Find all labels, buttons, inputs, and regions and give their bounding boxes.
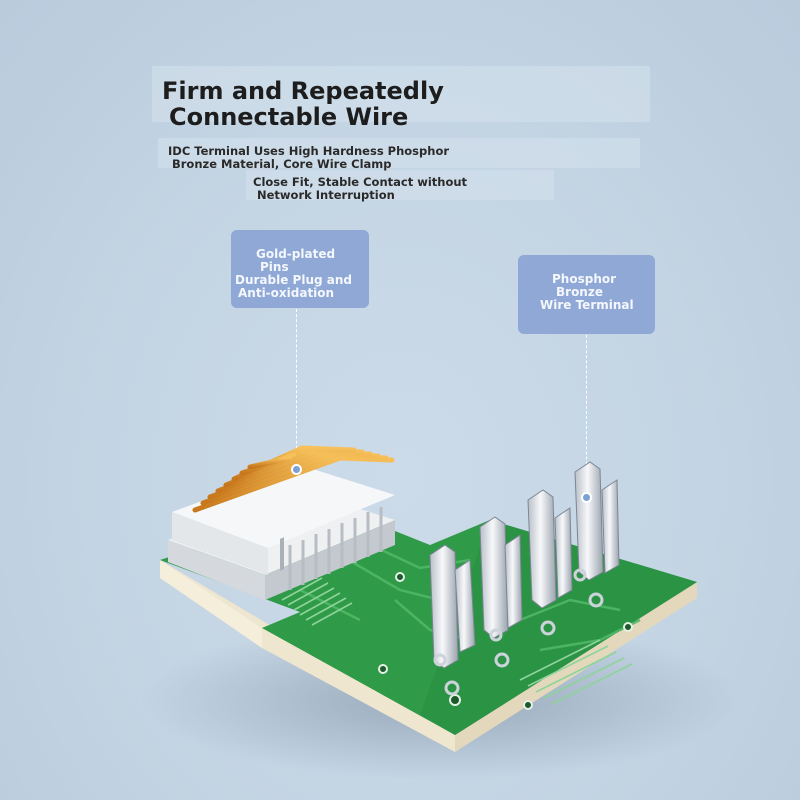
idc-terminals [429, 461, 620, 669]
gold-pins [192, 445, 395, 513]
bronze-terminal-callout: Phosphor Bronze Wire Terminal [518, 255, 655, 334]
gold-callout-line-4: Anti-oxidation [238, 286, 335, 300]
bronze-callout-line-3: Wire Terminal [540, 298, 634, 312]
housing-top-front [172, 512, 268, 575]
gold-callout-line-1: Gold-plated [256, 247, 336, 261]
pcb-vias [378, 572, 633, 710]
pcb-serpentine-left [281, 577, 353, 626]
housing-slots [280, 537, 284, 571]
gold-callout-line-3: Durable Plug and [235, 273, 352, 287]
pcb-edge-left [160, 560, 262, 648]
bronze-callout-anchor-dot [581, 492, 592, 503]
housing-ribs [288, 507, 383, 590]
bronze-callout-leader [586, 335, 587, 495]
description-line-2: Bronze Material, Core Wire Clamp [172, 157, 392, 171]
description-block-1: IDC Terminal Uses High Hardness Phosphor… [168, 145, 449, 171]
description-line-4: Network Interruption [257, 188, 395, 202]
pcb-edge-right [455, 582, 697, 752]
pcb-edge [160, 560, 455, 752]
page-title: Firm and Repeatedly Connectable Wire [162, 78, 444, 130]
description-block-2: Close Fit, Stable Contact without Networ… [253, 176, 467, 202]
gold-callout-anchor-dot [291, 464, 302, 475]
description-line-1: IDC Terminal Uses High Hardness Phosphor [168, 144, 450, 158]
title-line-1: Firm and Repeatedly [162, 77, 444, 105]
bronze-callout-line-1: Phosphor [552, 272, 617, 286]
title-line-2: Connectable Wire [169, 103, 409, 131]
title-band [152, 66, 650, 122]
housing-top [172, 465, 395, 548]
description-band-1 [158, 138, 640, 168]
bronze-callout-line-2: Bronze [556, 285, 603, 299]
gold-callout-leader [296, 309, 297, 464]
housing-front [168, 540, 265, 600]
terminal-feet [433, 568, 604, 696]
description-band-2 [246, 170, 554, 200]
gold-callout-line-2: Pins [260, 260, 289, 274]
description-line-3: Close Fit, Stable Contact without [253, 175, 468, 189]
gold-pins-callout: Gold-plated Pins Durable Plug and Anti-o… [231, 230, 369, 308]
pcb-serpentine-right [519, 639, 633, 705]
